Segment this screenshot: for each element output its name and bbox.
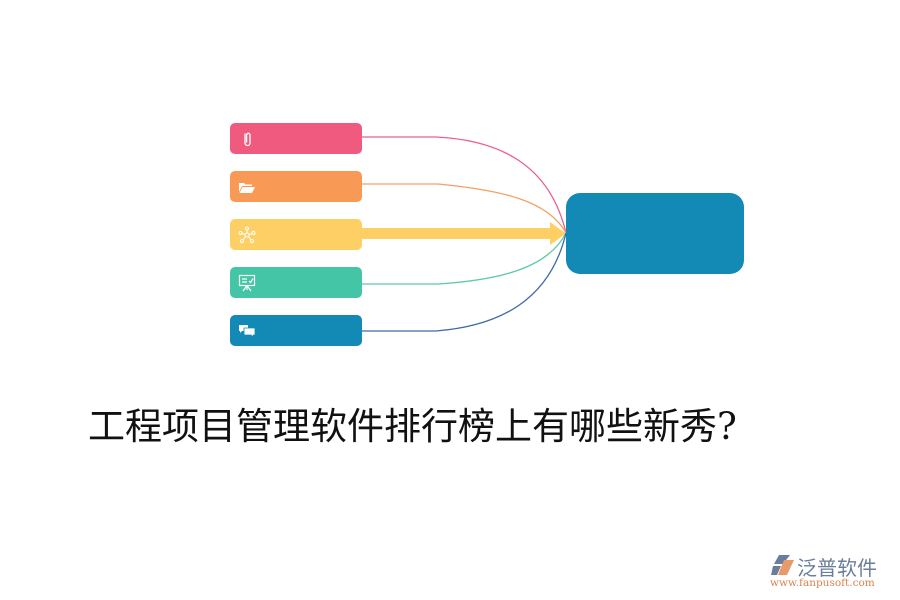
folder-open-icon — [239, 183, 255, 193]
paperclip-icon — [244, 132, 251, 147]
fanpu-logo-icon — [771, 555, 794, 575]
diagram-node-1 — [230, 123, 362, 154]
diagram-node-3 — [230, 219, 362, 250]
network-icon — [238, 226, 256, 243]
diagram-center-node — [566, 193, 744, 274]
watermark-url: www.fanpusoft.com — [770, 577, 875, 589]
watermark-logo: 泛普软件 www.fanpusoft.com — [768, 552, 893, 596]
diagram-node-4 — [230, 267, 362, 298]
diagram-node-2 — [230, 171, 362, 202]
page-title: 工程项目管理软件排行榜上有哪些新秀? — [88, 405, 737, 448]
chat-bubbles-icon — [239, 325, 256, 339]
presentation-board-icon — [238, 274, 256, 292]
watermark-brand: 泛普软件 — [797, 556, 877, 580]
diagram-node-5 — [230, 315, 362, 346]
